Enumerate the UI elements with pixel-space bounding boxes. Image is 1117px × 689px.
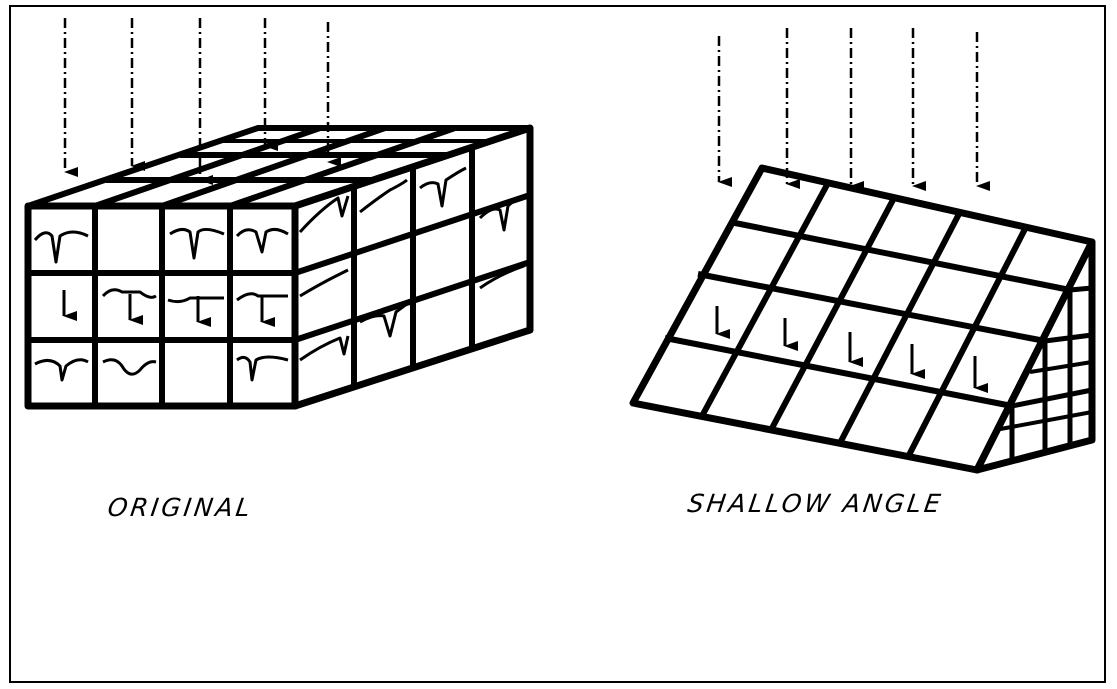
shallow-side-face: [973, 238, 1096, 474]
spectrum-trace-icon: [102, 358, 157, 376]
spectrum-trace-icon: [34, 358, 89, 382]
spectrum-trace-icon: [359, 178, 408, 214]
spectrum-trace-icon: [299, 268, 349, 298]
spectrum-trace-icon: [33, 230, 89, 264]
spectrum-trace-icon: [169, 227, 225, 260]
spectrum-trace-icon: [236, 355, 289, 382]
original-incoming-arrows: [63, 18, 341, 185]
spectrum-trace-icon: [101, 288, 157, 299]
shallow-angle-block: [629, 164, 1096, 474]
spectrum-trace-icon: [419, 166, 467, 208]
spectrum-trace-icon: [478, 196, 525, 232]
original-block: [24, 124, 534, 410]
spectrum-trace-icon: [298, 195, 350, 234]
shallow-cell-arrows: [715, 306, 988, 393]
spectrum-trace-icon: [359, 302, 408, 338]
shallow-incoming-arrows: [717, 28, 990, 191]
original-side-face: [291, 124, 534, 410]
spectrum-trace-icon: [236, 292, 288, 302]
shallow-sloped-face: [629, 164, 1096, 474]
original-front-face: [24, 202, 299, 410]
original-cell-arrows: [62, 290, 275, 327]
original-spectrum-traces: [33, 166, 525, 382]
spectrum-trace-icon: [235, 227, 289, 254]
caption-original: ORIGINAL: [105, 493, 255, 522]
caption-shallow-angle: SHALLOW ANGLE: [685, 489, 946, 518]
spectrum-trace-icon: [479, 264, 525, 290]
spectrum-trace-icon: [167, 296, 224, 304]
spectrum-trace-icon: [299, 335, 350, 362]
